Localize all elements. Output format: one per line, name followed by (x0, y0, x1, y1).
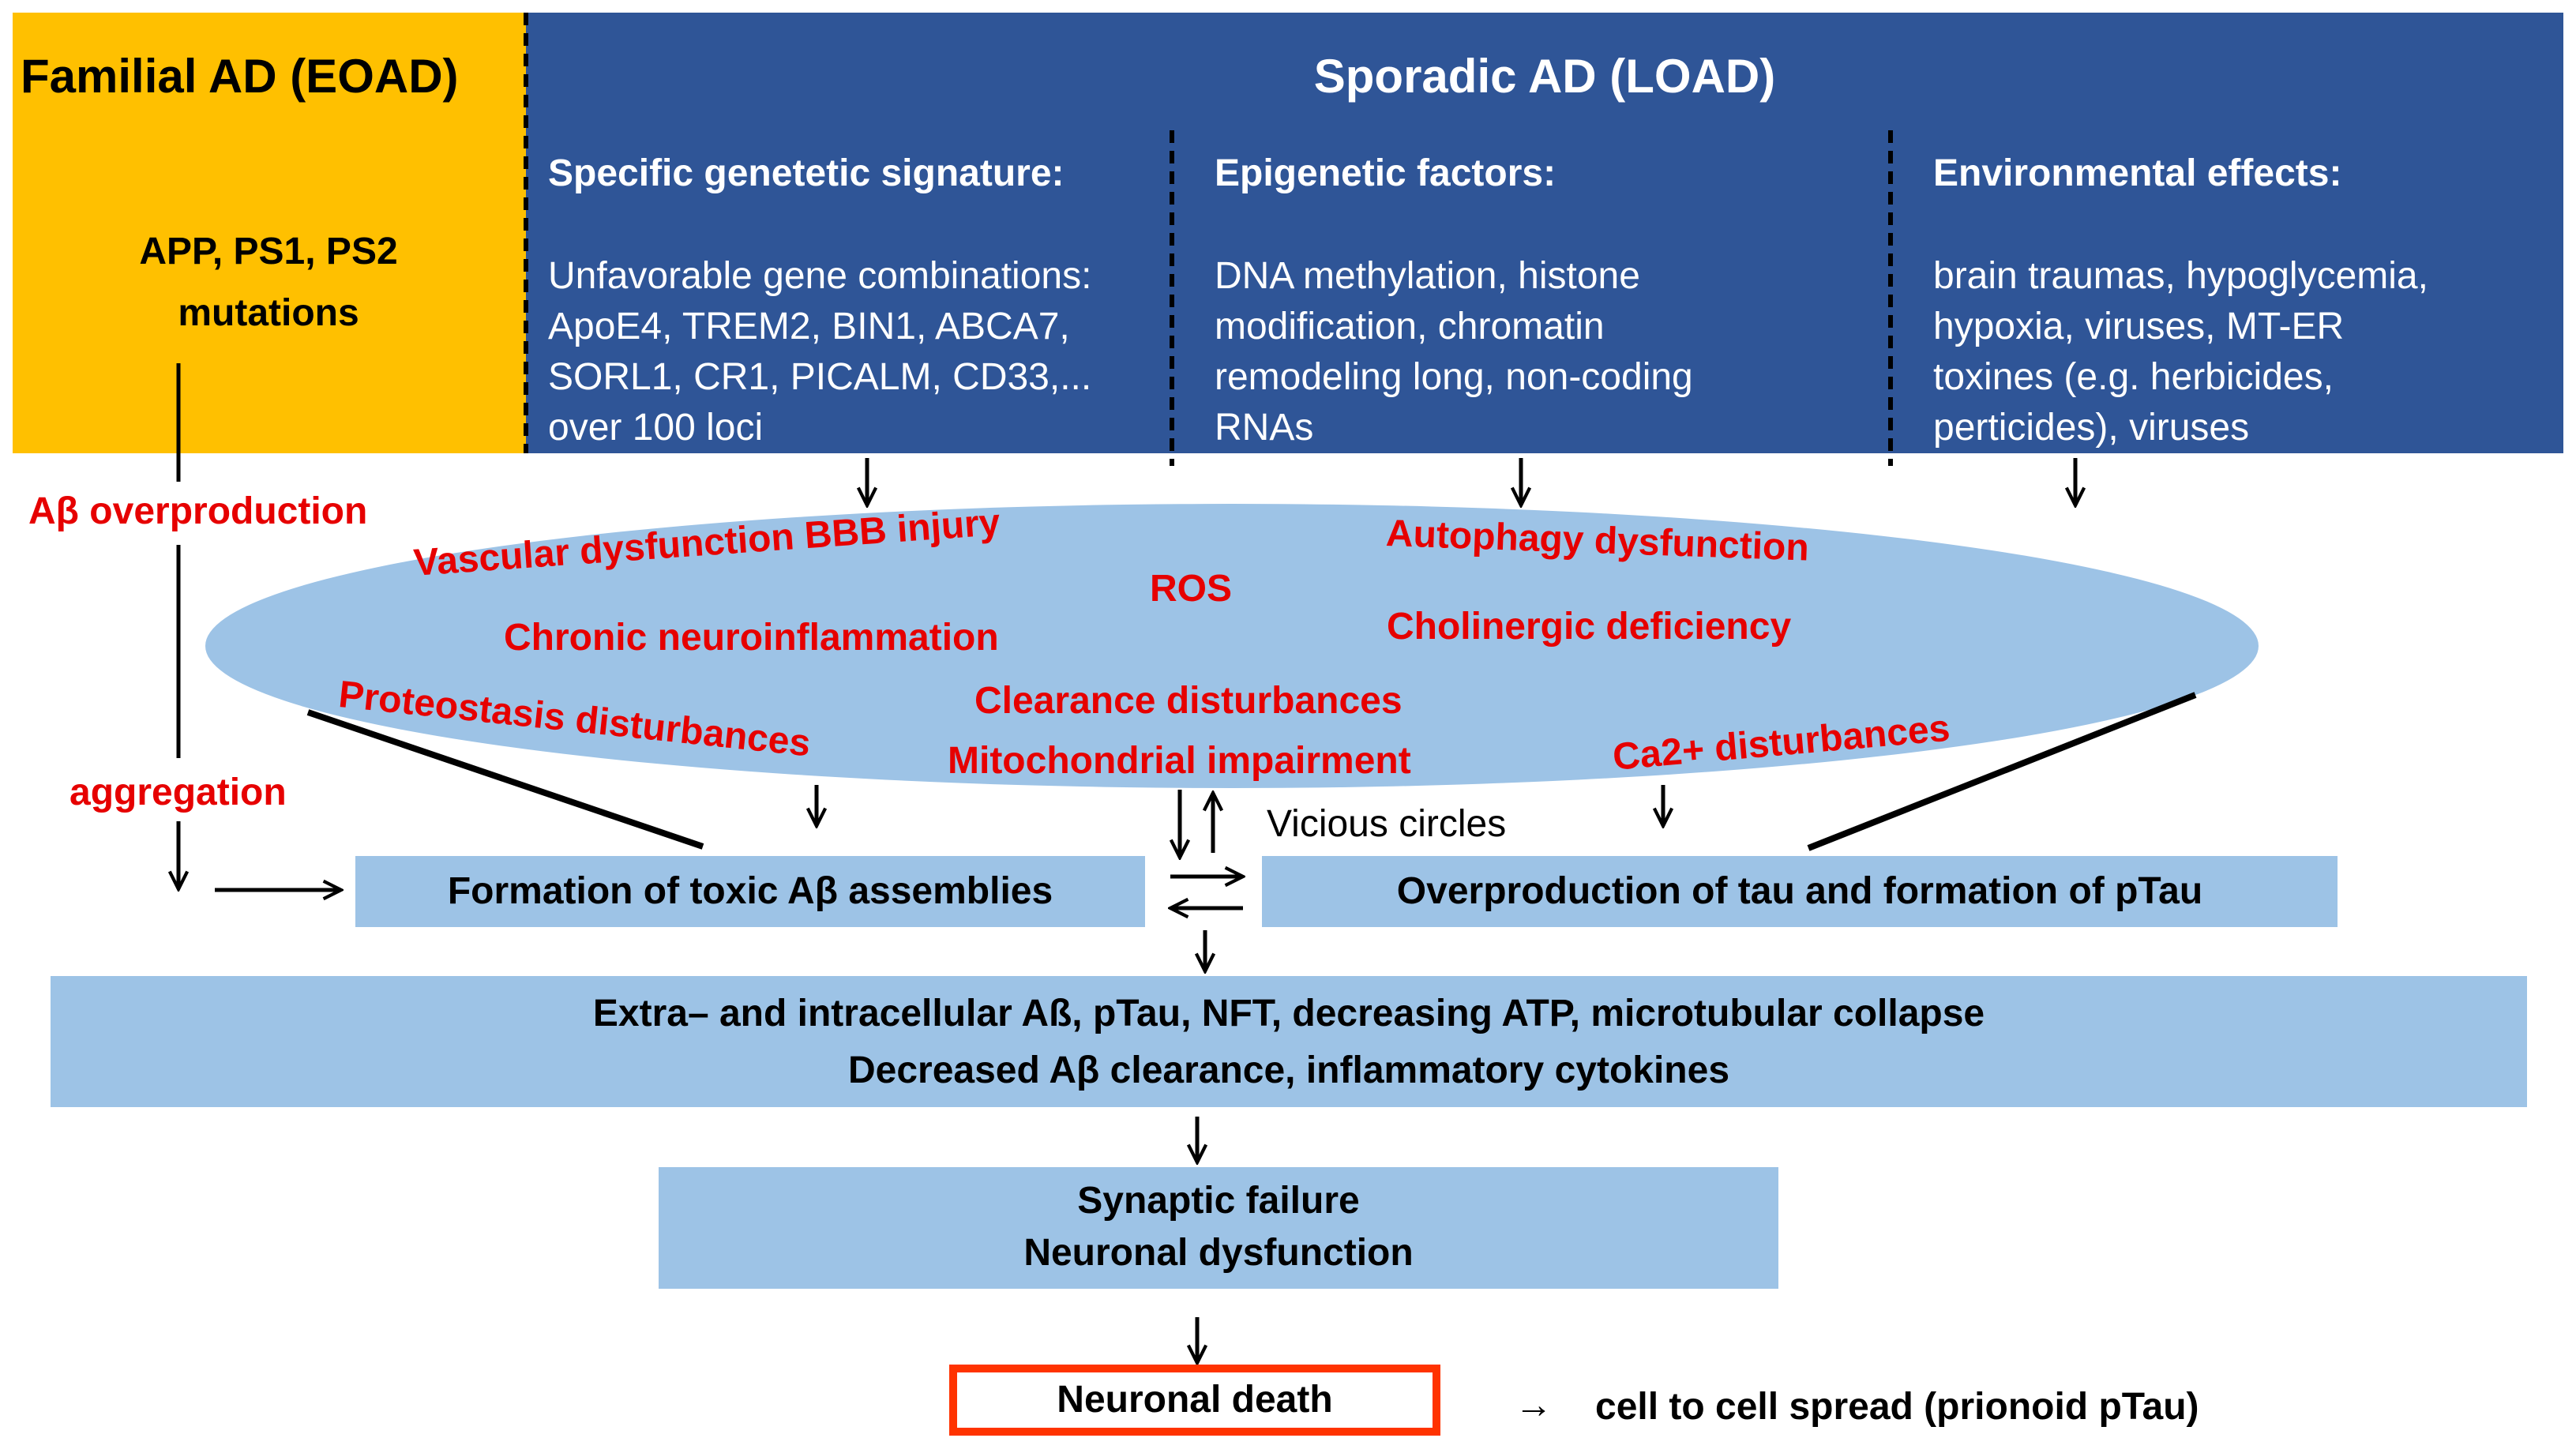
familial-panel (13, 13, 526, 453)
column-line: RNAs (1215, 407, 1314, 449)
column-line: perticides), viruses (1933, 407, 2250, 449)
extracellular-line1: Extra– and intracellular Aß, pTau, NFT, … (592, 993, 1985, 1034)
cell-spread-label: cell to cell spread (prionoid pTau) (1595, 1386, 2199, 1428)
toxic-ab-box: Formation of toxic Aβ assemblies (355, 856, 1145, 927)
column-line: SORL1, CR1, PICALM, CD33,... (548, 356, 1092, 398)
familial-title: Familial AD (EOAD) (21, 50, 459, 103)
spread-arrow: → (1515, 1384, 1553, 1426)
contributing-factors-ellipse (205, 504, 2259, 788)
column-line: toxines (e.g. herbicides, (1933, 356, 2334, 398)
synaptic-line2: Neuronal dysfunction (1023, 1232, 1414, 1274)
familial-mutations-line: mutations (178, 292, 359, 334)
column-line: modification, chromatin (1215, 306, 1605, 347)
column-body-genetic: Unfavorable gene combinations: ApoE4, TR… (548, 251, 1091, 453)
column-line: remodeling long, non-coding (1215, 356, 1693, 398)
sporadic-title: Sporadic AD (LOAD) (1313, 50, 1776, 103)
clearance-disturbances-label: Clearance disturbances (974, 680, 1403, 722)
column-line: ApoE4, TREM2, BIN1, ABCA7, (548, 306, 1070, 347)
column-heading-environmental: Environmental effects: (1933, 152, 2342, 194)
chronic-neuroinflammation-label: Chronic neuroinflammation (504, 617, 999, 659)
extracellular-box: Extra– and intracellular Aß, pTau, NFT, … (51, 976, 2527, 1107)
sporadic-panel (526, 13, 2563, 453)
toxic-ab-text: Formation of toxic Aβ assemblies (447, 870, 1053, 912)
ab-overproduction-label: Aβ overproduction (28, 490, 368, 532)
column-body-environmental: brain traumas, hypoglycemia, hypoxia, vi… (1933, 251, 2428, 453)
mitochondrial-impairment-label: Mitochondrial impairment (948, 740, 1411, 782)
tau-text: Overproduction of tau and formation of p… (1396, 870, 2203, 912)
vicious-circles-label: Vicious circles (1267, 803, 1507, 845)
neuronal-death-text: Neuronal death (1057, 1379, 1333, 1421)
aggregation-label: aggregation (69, 772, 287, 813)
ros-label: ROS (1150, 568, 1233, 610)
synaptic-line1: Synaptic failure (1077, 1180, 1360, 1222)
cholinergic-deficiency-label: Cholinergic deficiency (1387, 606, 1792, 648)
synaptic-box: Synaptic failure Neuronal dysfunction (659, 1167, 1778, 1289)
column-line: DNA methylation, histone (1215, 255, 1640, 297)
column-heading-genetic: Specific genetetic signature: (548, 152, 1065, 194)
column-heading-epigenetic: Epigenetic factors: (1215, 152, 1556, 194)
column-body-epigenetic: DNA methylation, histone modification, c… (1215, 251, 1693, 453)
column-line: over 100 loci (548, 407, 764, 449)
neuronal-death-box: Neuronal death (949, 1365, 1440, 1436)
familial-mutations: APP, PS1, PS2 mutations (32, 221, 505, 344)
familial-mutations-line: APP, PS1, PS2 (139, 231, 398, 272)
column-line: hypoxia, viruses, MT-ER (1933, 306, 2345, 347)
extracellular-line2: Decreased Aβ clearance, inflammatory cyt… (847, 1049, 1730, 1091)
diagonal-connector-right (1807, 692, 2197, 851)
column-line: brain traumas, hypoglycemia, (1933, 255, 2428, 297)
diagonal-connector-left (306, 709, 704, 850)
tau-box: Overproduction of tau and formation of p… (1262, 856, 2338, 927)
column-line: Unfavorable gene combinations: (548, 255, 1092, 297)
